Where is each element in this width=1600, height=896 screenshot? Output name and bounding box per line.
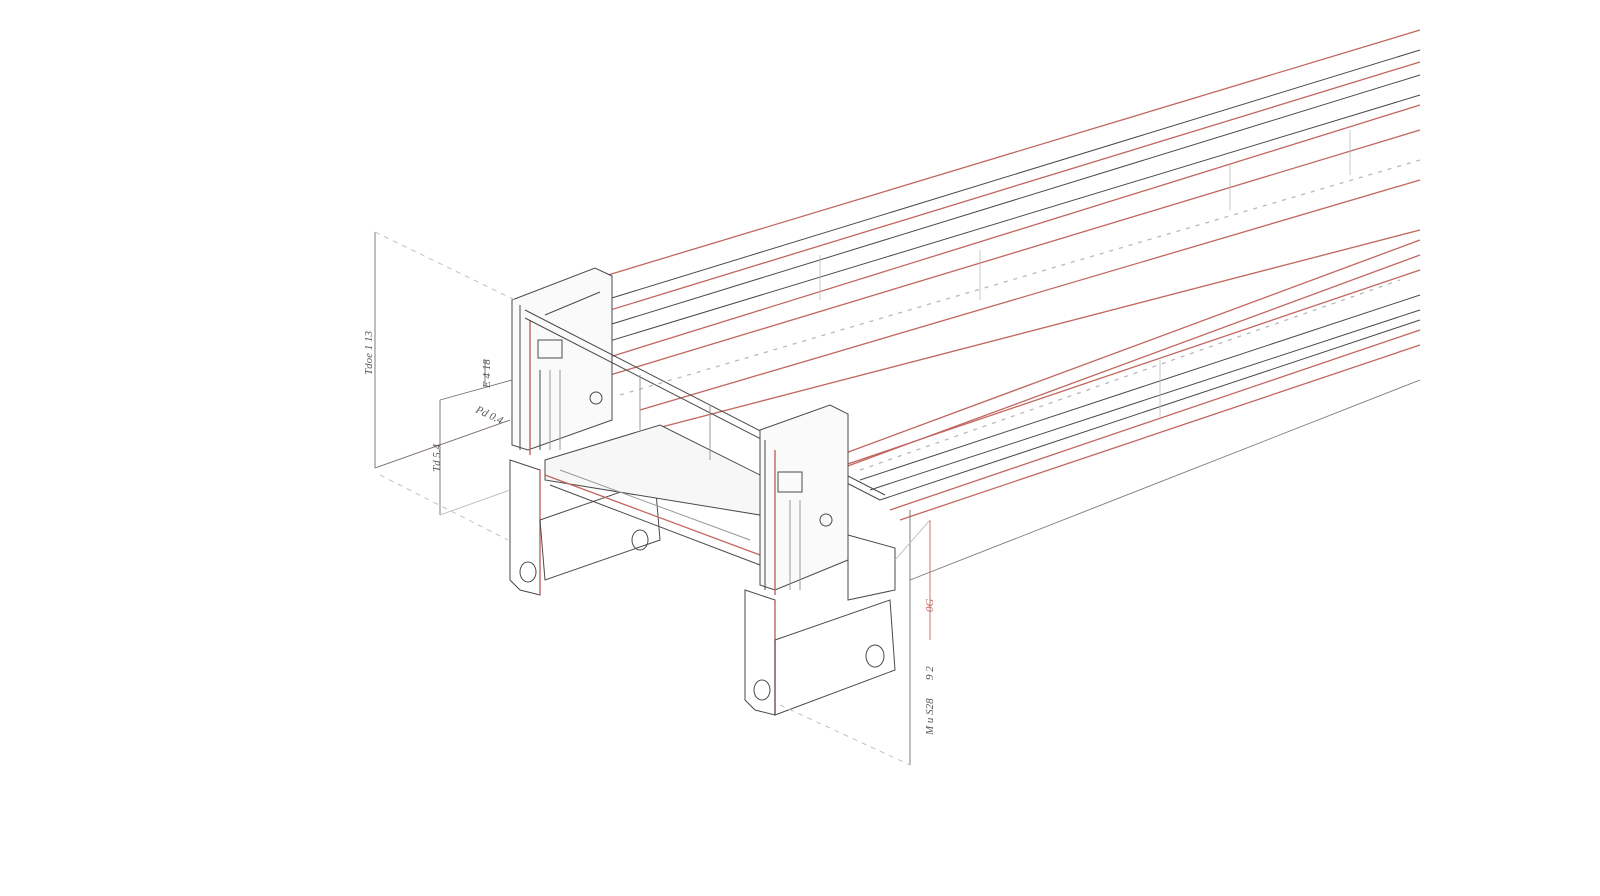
upper-rails	[524, 29, 1421, 431]
right-support	[744, 404, 896, 716]
right-dimensions	[779, 510, 931, 766]
dim-right-bottom: M u S28	[924, 698, 936, 736]
left-dimensions	[374, 231, 516, 541]
dim-left-lower: Td 5.4	[431, 443, 443, 472]
dim-right-mid: 9 2	[924, 666, 936, 680]
dim-right-top: 0G	[924, 599, 936, 613]
lower-rails	[799, 239, 1421, 581]
left-support	[509, 267, 661, 596]
rail-section-ticks	[819, 130, 1351, 420]
dim-left-upper: E 4 18	[481, 359, 493, 389]
dim-left-diag: Pd 0.4	[473, 403, 505, 427]
dim-left-overall: Tdoe 1 13	[363, 331, 375, 376]
